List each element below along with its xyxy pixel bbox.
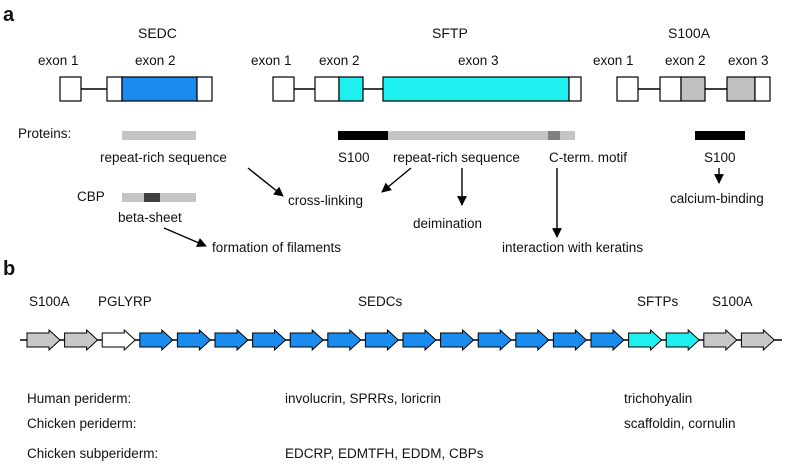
cbp-beta-sheet-domain	[144, 193, 160, 202]
sedc-exon2-utr5	[106, 76, 123, 102]
s100a-exon3-label: exon 3	[728, 53, 769, 68]
gene-arrow-sedc	[176, 328, 212, 352]
panel-a-letter: a	[3, 4, 15, 26]
gene-arrow-pglyrp	[101, 328, 136, 352]
row-chicken-periderm: Chicken periderm: scaffoldin, cornulin	[27, 416, 736, 431]
gene-arrow-s100a	[26, 328, 61, 352]
sedc-gene: SEDC exon 1 exon 2	[38, 25, 213, 102]
sedc-exon2-label: exon 2	[135, 53, 176, 68]
cbp-label: CBP	[77, 189, 105, 204]
gene-arrow-sftp	[665, 328, 700, 352]
s100a-exon3-utr	[754, 76, 771, 102]
cbp-beta-sheet-label: beta-sheet	[118, 210, 182, 225]
sftp-gene: SFTP exon 1 exon 2 exon 3	[251, 25, 582, 102]
sftp-proteins: trichohyalin	[624, 391, 692, 406]
sftp-exon2-utr	[314, 76, 340, 102]
gene-arrow-sedc	[515, 328, 550, 352]
gene-arrow-sedc	[289, 328, 324, 352]
gene-arrow-s100a	[740, 328, 776, 352]
gene-arrow-sedc	[440, 328, 475, 352]
sftp-repeat-label: repeat-rich sequence	[393, 150, 520, 165]
s100a-exon2-coding	[680, 76, 706, 102]
sedc-repeat-label: repeat-rich sequence	[100, 150, 227, 165]
row-label: Chicken subperiderm:	[27, 446, 158, 461]
row-chicken-subperiderm: Chicken subperiderm: EDCRP, EDMTFH, EDDM…	[27, 446, 484, 461]
arrow-sftp-to-crosslinking	[381, 167, 412, 193]
sedc-proteins: involucrin, SPRRs, loricrin	[285, 391, 441, 406]
deimination-label: deimination	[413, 216, 482, 231]
s100a-exon1-label: exon 1	[593, 53, 634, 68]
gene-arrow-s100a	[64, 328, 99, 352]
arrow-sedc-to-crosslinking	[247, 167, 284, 197]
gene-arrow-sedc	[327, 328, 362, 352]
sftp-exon1	[272, 76, 295, 102]
s100a-gene-name: S100A	[668, 25, 711, 41]
sedc-proteins: EDCRP, EDMTFH, EDDM, CBPs	[285, 446, 484, 461]
s100a-exon2-utr	[659, 76, 682, 102]
sftp-repeat-domain	[388, 131, 548, 140]
gene-arrow-sedc	[402, 328, 437, 352]
gene-arrow-sedc	[477, 328, 512, 352]
cross-linking-label: cross-linking	[288, 193, 363, 208]
gene-arrow-sftp	[628, 328, 663, 352]
group-label-s100a-right: S100A	[712, 294, 753, 309]
group-label-sftps: SFTPs	[637, 294, 679, 309]
sftp-proteins: scaffoldin, cornulin	[624, 416, 736, 431]
keratins-label: interaction with keratins	[502, 240, 643, 255]
s100a-exon3-coding	[726, 76, 756, 102]
sftp-exon3-coding	[382, 76, 570, 102]
sftp-s100-domain	[338, 131, 388, 140]
sedc-repeat-domain	[122, 131, 196, 140]
s100a-exon1	[616, 76, 639, 102]
gene-arrow-s100a	[703, 328, 738, 352]
sftp-cterm-motif	[548, 131, 560, 140]
sedc-gene-name: SEDC	[138, 25, 177, 41]
sftp-cterm-tail	[560, 131, 575, 140]
gene-arrow-sedc	[590, 328, 625, 352]
s100a-exon2-label: exon 2	[665, 53, 706, 68]
gene-arrow-sedc	[552, 328, 588, 352]
sedc-exon1-label: exon 1	[38, 53, 79, 68]
sftp-exon1-label: exon 1	[251, 53, 292, 68]
sftp-exon2-coding	[338, 76, 364, 102]
row-human-periderm: Human periderm: involucrin, SPRRs, loric…	[27, 391, 692, 406]
panel-b-letter: b	[3, 258, 15, 280]
filaments-label: formation of filaments	[212, 240, 341, 255]
gene-arrow-sedc	[364, 328, 400, 352]
sftp-exon3-utr	[568, 76, 582, 102]
s100a-s100-label: S100	[704, 150, 736, 165]
group-label-sedcs: SEDCs	[358, 294, 403, 309]
row-label: Chicken periderm:	[27, 416, 137, 431]
sftp-exon2-label: exon 2	[319, 53, 360, 68]
sftp-gene-name: SFTP	[432, 25, 468, 41]
sftp-cterm-label: C-term. motif	[549, 150, 627, 165]
sedc-exon2-coding	[121, 76, 198, 102]
sedc-exon1	[59, 76, 82, 102]
gene-arrow-sedc	[139, 328, 174, 352]
group-label-pglyrp: PGLYRP	[98, 294, 152, 309]
sedc-exon2-utr3	[196, 76, 213, 102]
proteins-label: Proteins:	[18, 126, 71, 141]
sftp-s100-label: S100	[338, 150, 370, 165]
arrow-to-filaments	[163, 227, 207, 248]
gene-arrow-sedc	[214, 328, 249, 352]
gene-arrows	[26, 328, 776, 352]
sftp-exon3-label: exon 3	[458, 53, 499, 68]
s100a-s100-domain	[695, 131, 745, 140]
s100a-gene: S100A exon 1 exon 2 exon 3	[593, 25, 771, 102]
calcium-binding-label: calcium-binding	[670, 191, 764, 206]
group-label-s100a-left: S100A	[29, 294, 70, 309]
gene-arrow-sedc	[252, 328, 287, 352]
row-label: Human periderm:	[27, 391, 131, 406]
